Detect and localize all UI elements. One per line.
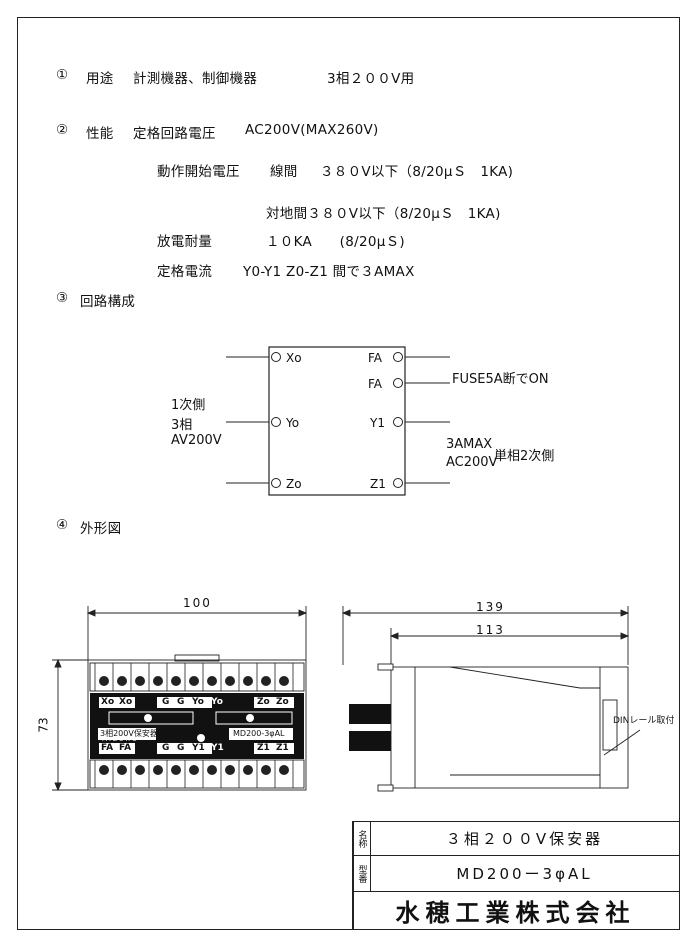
section-1-number: ① (56, 67, 69, 83)
primary-voltage-label: AV200V (171, 433, 222, 448)
label-fa2: FA (368, 377, 383, 391)
title-company-row: 水穂工業株式会社 (352, 891, 679, 929)
section-1-extra: 3相２００V用 (327, 71, 415, 87)
dim-width: 100 (183, 596, 212, 610)
operating-line-label: 線間 (270, 164, 298, 180)
discharge-value: １０KA (8/20μＳ) (266, 234, 405, 250)
terminal-z1 (393, 478, 403, 488)
secondary-side-label: 単相2次側 (494, 449, 555, 464)
rated-current-value: Y0-Y1 Z0-Z1 間で３AMAX (243, 264, 415, 280)
side-wire-bottom (349, 731, 391, 751)
bottom-term-5: Y1 (192, 743, 205, 753)
top-term-7: Zo (257, 697, 270, 707)
plate-brand: MIZUHO (102, 736, 139, 743)
top-term-5: Yo (192, 697, 204, 707)
bottom-terminal-block (89, 759, 305, 789)
top-term-2: Xo (119, 697, 133, 707)
dim-side: 139 (476, 600, 505, 614)
label-y1: Y1 (370, 416, 385, 430)
company-name: 水穂工業株式会社 (395, 899, 636, 927)
top-term-1: Xo (101, 697, 115, 707)
terminal-fa1 (393, 352, 403, 362)
bottom-term-4: G (177, 743, 185, 753)
section-4-label: 外形図 (80, 521, 122, 537)
terminal-x0 (271, 352, 281, 362)
primary-side-label: 1次側 (171, 398, 206, 413)
title-block: 名称 ３相２００V保安器 型番 MD200ー3φAL 水穂工業株式会社 (352, 821, 679, 929)
section-2-number: ② (56, 122, 69, 138)
top-term-4: G (177, 697, 185, 707)
circuit-box (268, 346, 406, 496)
label-x0: Xo (286, 351, 302, 365)
plate-model: MD200-3φAL (233, 729, 285, 738)
bottom-term-2: FA (119, 743, 132, 753)
discharge-label: 放電耐量 (157, 234, 213, 250)
led-right (246, 714, 254, 722)
secondary-voltage-label: AC200V (446, 455, 498, 470)
model-label: 型番 (352, 856, 371, 891)
top-term-6: Yo (211, 697, 223, 707)
side-wire-top (349, 704, 391, 724)
bottom-term-7: Z1 (257, 743, 270, 753)
section-2-label: 性能 (86, 126, 114, 142)
section-3-number: ③ (56, 290, 69, 306)
label-fa1: FA (368, 351, 383, 365)
model-value: MD200ー3φAL (456, 865, 593, 883)
top-terminal-block (89, 662, 305, 692)
name-label: 名称 (352, 822, 371, 855)
label-z0: Zo (286, 477, 302, 491)
title-model-row: 型番 MD200ー3φAL (352, 855, 679, 891)
dim-side-inner: 113 (476, 623, 505, 637)
dim-height: 73 (36, 717, 51, 733)
led-left (144, 714, 152, 722)
top-term-8: Zo (276, 697, 289, 707)
section-1-label: 用途 (86, 71, 114, 87)
led-center (197, 734, 205, 742)
terminal-fa2 (393, 378, 403, 388)
primary-phase-label: 3相 (171, 418, 193, 433)
operating-voltage-label: 動作開始電圧 (157, 164, 240, 180)
plate-text: 3相200V保安器 (100, 729, 158, 738)
secondary-current-label: 3AMAX (446, 437, 493, 452)
label-y0: Yo (286, 416, 300, 430)
label-z1: Z1 (370, 477, 386, 491)
section-4-number: ④ (56, 517, 69, 533)
bottom-term-3: G (162, 743, 170, 753)
operating-ground-value: 対地間３８０V以下（8/20μＳ 1KA) (266, 206, 501, 222)
bottom-term-8: Z1 (276, 743, 289, 753)
terminal-y1 (393, 417, 403, 427)
page-border (17, 17, 680, 930)
terminal-z0 (271, 478, 281, 488)
operating-line-value: ３８０V以下（8/20μＳ 1KA) (320, 164, 514, 180)
rated-voltage-value: AC200V(MAX260V) (245, 122, 379, 138)
title-name-row: 名称 ３相２００V保安器 (352, 821, 679, 855)
bottom-term-6: Y1 (211, 743, 224, 753)
din-note: DINレール取付 (613, 716, 675, 726)
section-1-value: 計測機器、制御機器 (133, 71, 258, 87)
fuse-note: FUSE5A断でON (452, 372, 549, 387)
rated-current-label: 定格電流 (157, 264, 213, 280)
rated-voltage-label: 定格回路電圧 (133, 126, 216, 142)
bottom-term-1: FA (101, 743, 114, 753)
top-term-3: G (162, 697, 170, 707)
name-value: ３相２００V保安器 (445, 830, 604, 848)
section-3-label: 回路構成 (80, 294, 136, 310)
terminal-y0 (271, 417, 281, 427)
